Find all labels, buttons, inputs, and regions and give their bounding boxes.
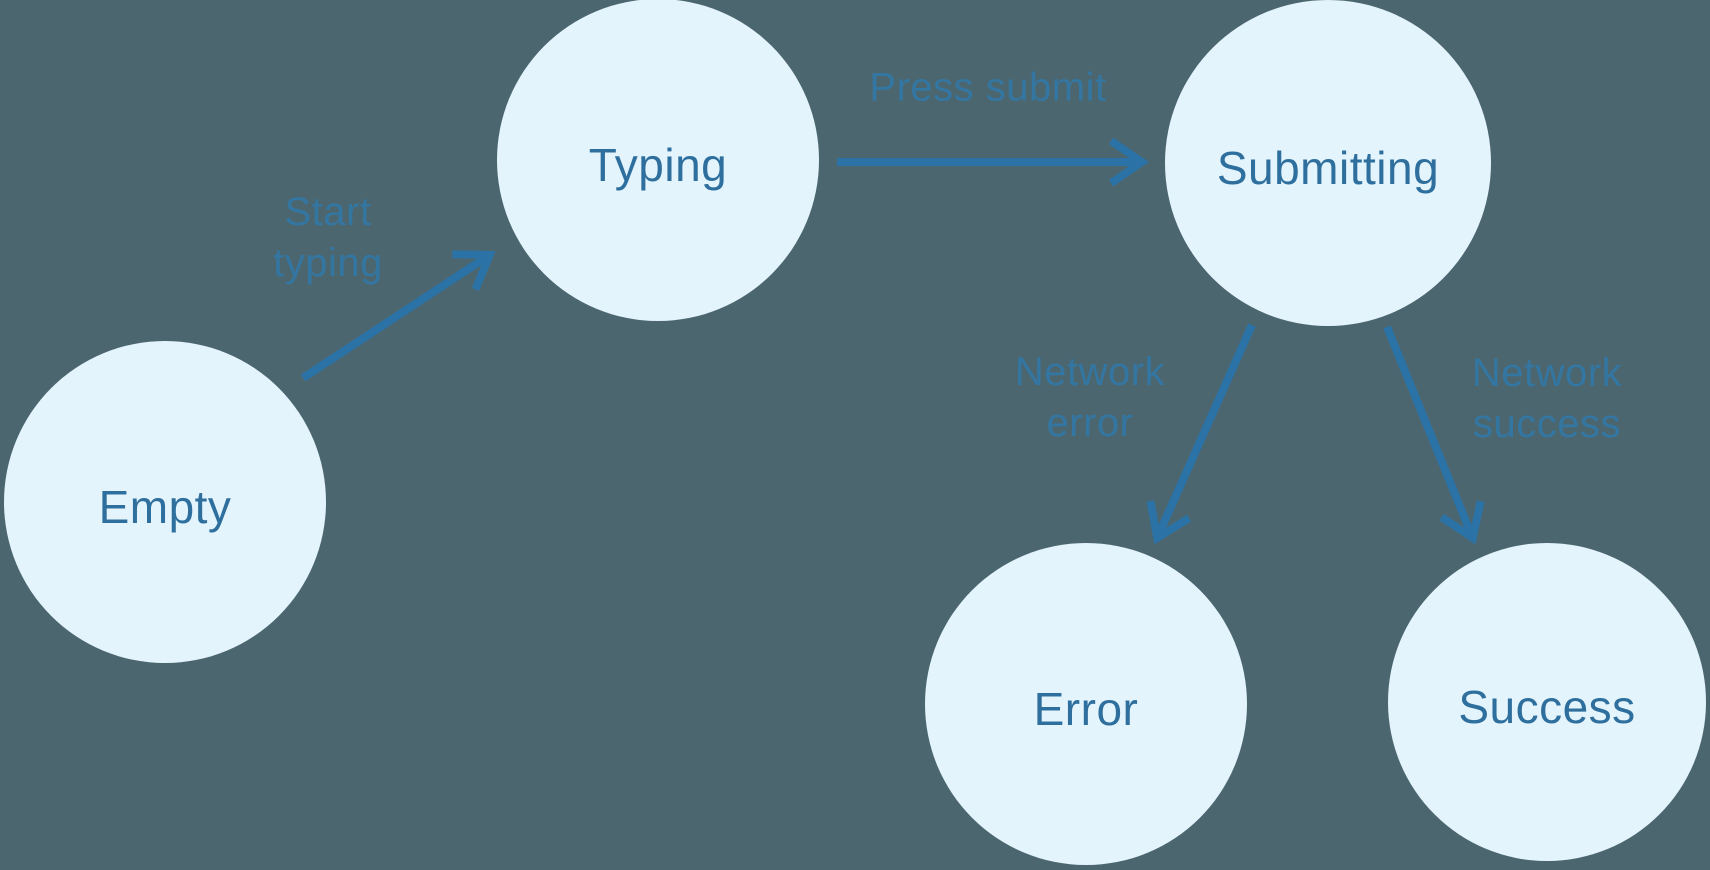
edge-arrow-network-error (1146, 323, 1256, 545)
state-node-success: Success (1388, 543, 1706, 861)
state-node-submitting: Submitting (1165, 0, 1491, 326)
state-node-label: Submitting (1216, 142, 1440, 194)
edge-label-network-error: Network error (1014, 349, 1166, 445)
state-node-label: Error (1033, 683, 1139, 735)
state-node-label: Success (1458, 681, 1636, 733)
state-node-label: Empty (98, 481, 232, 533)
state-node-typing: Typing (497, 0, 819, 321)
edge-label-press-submit: Press submit (869, 65, 1107, 110)
state-node-empty: Empty (4, 341, 326, 663)
edge-arrow-network-success (1383, 325, 1485, 545)
state-node-label: Typing (588, 139, 728, 191)
edge-label-start-typing: Start typing (273, 189, 383, 285)
state-node-error: Error (925, 543, 1247, 865)
edge-label-network-success: Network success (1471, 350, 1623, 446)
